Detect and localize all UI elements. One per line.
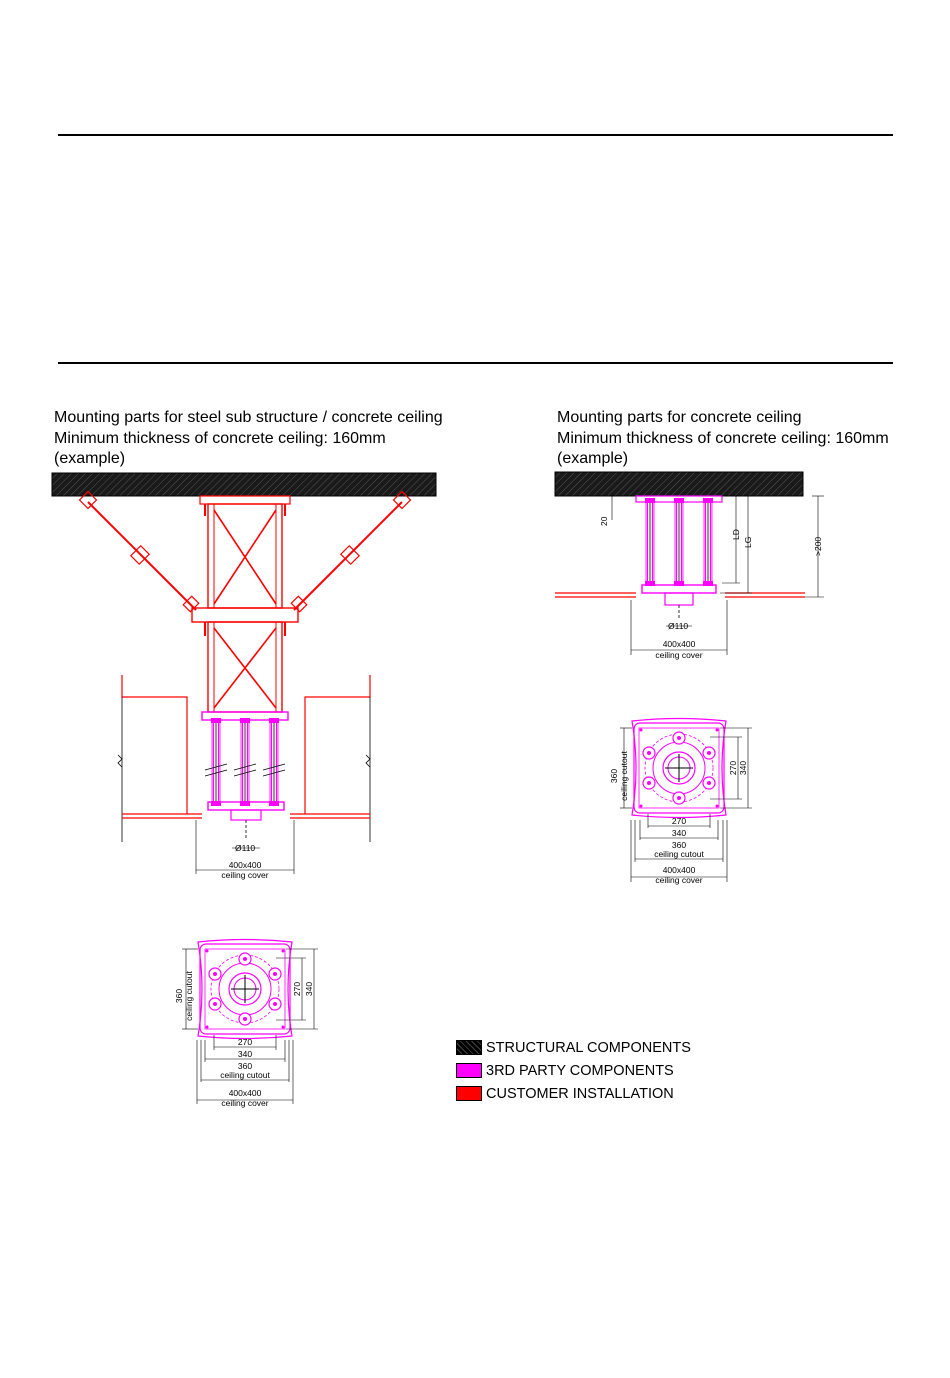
left-caption-line2: Minimum thickness of concrete ceiling: 1… bbox=[54, 429, 386, 447]
right-caption-line2: Minimum thickness of concrete ceiling: 1… bbox=[557, 429, 889, 447]
right-caption-line3: (example) bbox=[557, 450, 629, 467]
lp-270: 270 bbox=[238, 1037, 252, 1047]
left-elevation: Ø110 400x400 ceiling cover bbox=[51, 472, 437, 880]
legend-item-customer: CUSTOMER INSTALLATION bbox=[456, 1082, 691, 1105]
right-plan-view: 360 ceiling cutout 270 340 270 340 360 c… bbox=[609, 717, 752, 885]
top-rule bbox=[58, 134, 893, 136]
lp-cutout-label: ceiling cutout bbox=[220, 1070, 270, 1080]
lp-400: 400x400 bbox=[229, 1088, 262, 1098]
dim-200: >200 bbox=[813, 537, 823, 556]
right-cover-label: ceiling cover bbox=[655, 650, 702, 660]
right-dia-label: Ø110 bbox=[668, 621, 688, 631]
left-caption: Mounting parts for steel sub structure /… bbox=[54, 408, 443, 470]
dim-lg: LG bbox=[743, 537, 753, 548]
dim-20: 20 bbox=[599, 516, 609, 526]
rp-side-cutout: ceiling cutout bbox=[619, 751, 629, 801]
concrete-ceiling-right bbox=[554, 471, 804, 497]
legend-swatch-structural bbox=[456, 1040, 482, 1055]
left-cover-dim: 400x400 bbox=[229, 860, 262, 870]
right-caption: Mounting parts for concrete ceiling Mini… bbox=[557, 408, 889, 470]
legend-label-third-party: 3RD PARTY COMPONENTS bbox=[486, 1062, 674, 1079]
lp-cover-label: ceiling cover bbox=[221, 1098, 268, 1108]
right-elevation: 20 LD LG >200 Ø110 400x400 ceiling cover bbox=[554, 471, 824, 660]
legend-label-structural: STRUCTURAL COMPONENTS bbox=[486, 1039, 691, 1056]
bottom-rule bbox=[58, 362, 893, 364]
rp-cover-label: ceiling cover bbox=[655, 875, 702, 885]
left-caption-line1: Mounting parts for steel sub structure /… bbox=[54, 409, 443, 426]
lp-side-270: 270 bbox=[292, 982, 302, 996]
lp-side-360: 360 bbox=[174, 989, 184, 1003]
left-dia-label: Ø110 bbox=[235, 843, 255, 853]
rp-340: 340 bbox=[672, 828, 686, 838]
left-cover-label: ceiling cover bbox=[221, 870, 268, 880]
rp-side-340: 340 bbox=[738, 761, 748, 775]
legend-item-third-party: 3RD PARTY COMPONENTS bbox=[456, 1059, 691, 1082]
concrete-ceiling-left bbox=[51, 472, 437, 497]
rp-side-360: 360 bbox=[609, 769, 619, 783]
rp-400: 400x400 bbox=[663, 865, 696, 875]
rp-cutout-label: ceiling cutout bbox=[654, 849, 704, 859]
rp-270: 270 bbox=[672, 816, 686, 826]
rp-side-270: 270 bbox=[728, 761, 738, 775]
lp-side-cutout: ceiling cutout bbox=[184, 971, 194, 1021]
lp-side-340: 340 bbox=[304, 982, 314, 996]
legend-swatch-third-party bbox=[456, 1063, 482, 1078]
lp-360: 360 bbox=[238, 1061, 252, 1071]
dim-ld: LD bbox=[731, 529, 741, 540]
legend-label-customer: CUSTOMER INSTALLATION bbox=[486, 1085, 674, 1102]
rp-360: 360 bbox=[672, 840, 686, 850]
lp-340: 340 bbox=[238, 1049, 252, 1059]
legend-swatch-customer bbox=[456, 1086, 482, 1101]
legend-item-structural: STRUCTURAL COMPONENTS bbox=[456, 1036, 691, 1059]
left-caption-line3: (example) bbox=[54, 450, 126, 467]
left-plan-view: 360 ceiling cutout 270 340 270 340 360 c… bbox=[174, 938, 318, 1108]
right-caption-line1: Mounting parts for concrete ceiling bbox=[557, 409, 802, 426]
legend: STRUCTURAL COMPONENTS 3RD PARTY COMPONEN… bbox=[456, 1036, 691, 1105]
right-cover-dim: 400x400 bbox=[663, 639, 696, 649]
